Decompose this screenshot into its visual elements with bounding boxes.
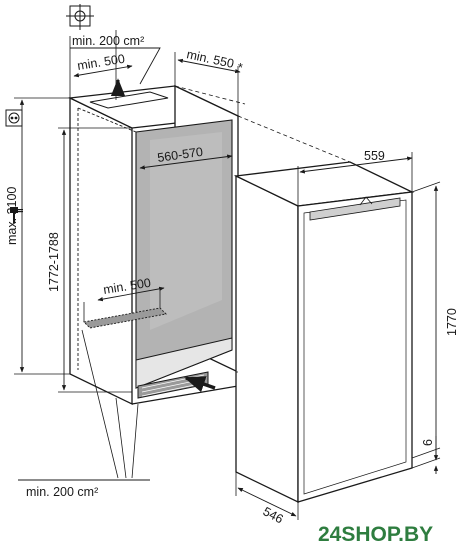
top-vent-area-label: min. 200 cm² xyxy=(72,34,144,48)
refrigerator-appliance xyxy=(233,161,415,504)
plinth-gap-label: 6 xyxy=(421,439,435,446)
niche-width-label: 560-570 xyxy=(156,145,203,165)
air-in-arrow xyxy=(184,376,216,393)
niche-depth-asterisk: * xyxy=(238,61,243,75)
appliance-depth-label: 546 xyxy=(261,504,286,526)
appliance-height-label: 1770 xyxy=(445,308,459,336)
niche-height-label: 1772-1788 xyxy=(47,232,61,292)
dimension-lines xyxy=(18,47,436,517)
crosshair-target-icon xyxy=(66,4,94,30)
bottom-vent-area-label: min. 200 cm² xyxy=(26,485,98,499)
top-vent-depth-label: min. 500 xyxy=(76,52,126,73)
shop-watermark: 24SHOP.BY xyxy=(318,523,433,546)
appliance-width-label: 559 xyxy=(364,149,385,163)
power-socket-icon xyxy=(5,109,23,127)
niche-depth-label: min. 550 xyxy=(185,47,235,71)
max-height-label: max. 2100 xyxy=(5,187,19,245)
cabinet-niche xyxy=(67,84,241,406)
extension-lines xyxy=(14,30,441,520)
power-plug-icon xyxy=(10,207,23,223)
